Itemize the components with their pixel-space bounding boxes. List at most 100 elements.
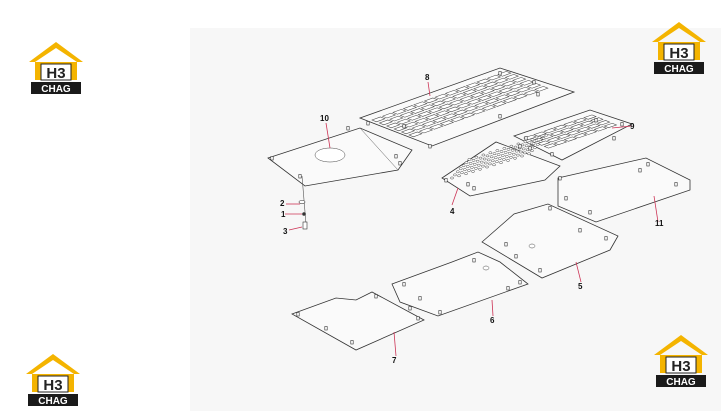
bolt-marker (604, 236, 608, 241)
grating-slot (476, 78, 491, 85)
grating-slot (453, 109, 468, 116)
logo-top-left: H3 CHAG (27, 40, 85, 96)
bolt-marker (324, 326, 328, 331)
bolt-marker (588, 210, 592, 215)
grating-slot (477, 95, 492, 101)
grating-slot (371, 116, 386, 123)
logo-bottom-right: H3 CHAG (652, 333, 710, 389)
grating-slot (456, 102, 471, 109)
grating-slot (487, 91, 503, 97)
perforation-hole (450, 176, 454, 180)
bolt-marker (504, 242, 508, 247)
perforation-hole (495, 160, 499, 164)
perforation-hole (497, 157, 502, 160)
grating-slot (470, 92, 485, 98)
grating-slot (481, 105, 497, 111)
grating-slot (411, 124, 426, 131)
grating-slot (573, 117, 587, 123)
grating-slot (553, 139, 568, 145)
logo-text: CHAG (664, 64, 694, 75)
grating-slot (428, 107, 443, 113)
part-6-plate (391, 251, 529, 317)
bolt-marker (394, 154, 398, 159)
perforation-hole (509, 144, 514, 148)
callout-6: 6 (490, 316, 495, 325)
grating-slot (452, 93, 467, 99)
grating-slot (444, 90, 460, 96)
part-9-grating (512, 109, 634, 161)
perforation-hole (472, 162, 477, 166)
bolt-marker (674, 182, 678, 187)
perforation-hole (478, 167, 482, 171)
grating-slot (563, 121, 577, 127)
perforation-hole (485, 165, 489, 169)
grating-slot (399, 112, 415, 118)
part-8-grating (358, 67, 576, 147)
callout-9: 9 (630, 122, 635, 131)
grating-slot (420, 104, 436, 110)
grating-slot (502, 97, 518, 103)
bolt-marker (438, 310, 442, 315)
grating-slot (543, 143, 558, 149)
callout-2: 2 (280, 199, 285, 208)
grating-slots (371, 71, 549, 138)
perforation-hole (453, 173, 457, 177)
perforation-hole (464, 172, 468, 175)
perforation-hole (471, 158, 476, 162)
perforation-hole (485, 154, 490, 158)
grating-slot (473, 85, 488, 91)
grating-slot (556, 133, 571, 139)
bolt-marker (270, 156, 274, 161)
grating-slot (505, 90, 521, 97)
callout-8: 8 (425, 73, 430, 82)
bolt-marker (398, 161, 402, 166)
perforation-hole (469, 166, 474, 169)
grating-slot (438, 103, 453, 110)
washer (298, 200, 306, 204)
perforation-hole (510, 148, 515, 152)
bolt-marker (498, 71, 502, 76)
grating-slot (465, 82, 481, 88)
perforation-hole (506, 147, 511, 151)
callout-11: 11 (655, 219, 664, 228)
grating-slot (526, 83, 542, 89)
grating-slot (504, 74, 520, 80)
bolt-marker (548, 206, 552, 211)
perforation-hole (503, 151, 508, 154)
nut (302, 212, 306, 216)
perforation-hole (475, 159, 480, 163)
grating-slot (560, 127, 574, 133)
perforation-hole (468, 162, 473, 165)
perforation-hole (478, 156, 483, 160)
grating-slot (431, 100, 446, 107)
bolt-marker (402, 282, 406, 287)
perforation-hole (496, 153, 501, 156)
perforation-hole (492, 152, 497, 156)
logo-mark: H3 (43, 377, 62, 394)
perforation-hole (514, 149, 519, 153)
grating-slot (429, 124, 444, 130)
bolt-marker (506, 286, 510, 291)
logo-text: CHAG (41, 84, 71, 95)
perforation-hole (495, 149, 500, 152)
perforation-hole (524, 144, 529, 148)
perforation-hole (530, 138, 535, 141)
grating-slot (423, 97, 439, 104)
grating-slot (445, 106, 461, 113)
bolt-marker (550, 152, 554, 157)
grating-slot (466, 99, 482, 105)
bolt-marker (594, 118, 598, 123)
grating-slot (389, 115, 404, 122)
grating-slot (455, 86, 470, 92)
grating-slot (417, 111, 432, 117)
perforation-hole (531, 142, 536, 145)
grating-slot (495, 94, 510, 100)
bolt-marker (298, 174, 302, 179)
bolt-marker (444, 178, 448, 183)
perforation-hole (492, 163, 496, 167)
perforation-hole (520, 154, 524, 158)
perforation-hole (535, 143, 540, 146)
grating-slot (492, 101, 507, 107)
perforation-hole (513, 156, 517, 160)
